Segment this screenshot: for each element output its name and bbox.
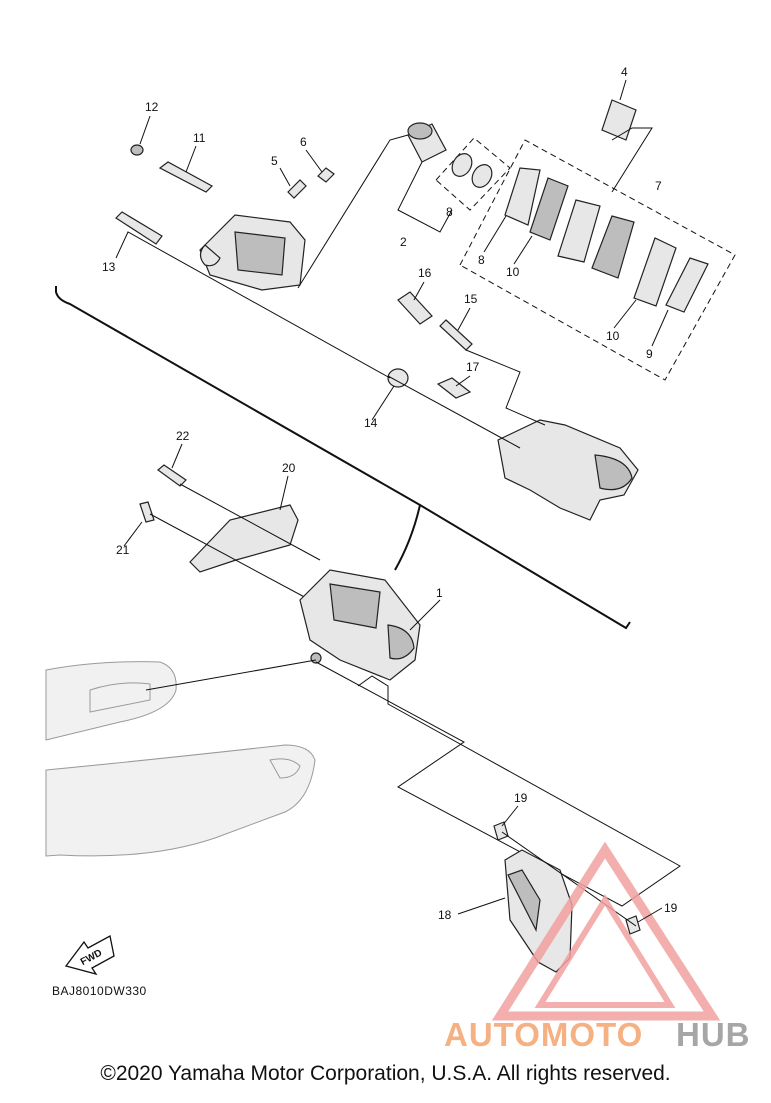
leader-15-17 [465, 349, 546, 426]
caliper-assembly-1 [299, 569, 421, 681]
leader-short-18 [457, 897, 506, 915]
leader-caliper-right [297, 134, 409, 289]
leader-short-21 [123, 521, 143, 547]
leader-short-6 [305, 149, 323, 173]
pin-16 [397, 291, 433, 325]
boot-14 [387, 368, 409, 388]
callout-17: 17 [466, 360, 480, 374]
callout-8-pads: 8 [478, 253, 485, 267]
watermark-text-left: AUTOMOTO [444, 1016, 643, 1053]
callout-7: 7 [655, 179, 662, 193]
pad-spring-4 [601, 99, 637, 141]
bolt-19-top [493, 821, 509, 841]
leader-short-20 [279, 475, 289, 511]
leader-1-swingarm [145, 659, 317, 691]
brake-pads [504, 167, 709, 313]
diagram-code: BAJ8010DW330 [52, 984, 147, 998]
leader-short-15 [457, 307, 471, 331]
copyright-notice: ©2020 Yamaha Motor Corporation, U.S.A. A… [100, 1062, 671, 1085]
pad-kit-dashed [459, 139, 736, 381]
leader-short-5 [279, 167, 291, 187]
piston-2 [407, 122, 447, 163]
leader-short-19t [501, 805, 519, 827]
group-bracket-tail [394, 504, 421, 571]
callout-20: 20 [282, 461, 296, 475]
callout-9: 9 [646, 347, 653, 361]
leader-22 [179, 483, 321, 561]
bolt-11 [158, 161, 213, 193]
callout-21: 21 [116, 543, 130, 557]
caliper-bracket [497, 419, 639, 521]
bolt-22 [157, 464, 187, 487]
leader-short-8p [483, 215, 507, 253]
callout-6: 6 [300, 135, 307, 149]
leader-short-17 [455, 375, 471, 387]
leader-short-19b [637, 907, 663, 923]
callout-5: 5 [271, 154, 278, 168]
callout-16: 16 [418, 266, 432, 280]
callout-10-a: 10 [506, 265, 520, 279]
leader-21 [149, 513, 311, 601]
leader-short-10b [613, 299, 637, 329]
pin-15 [439, 319, 473, 351]
watermark-text-right: HUB [676, 1016, 751, 1053]
mount-bracket-20 [189, 504, 299, 573]
leader-short-12 [139, 115, 151, 145]
callout-12: 12 [145, 100, 159, 114]
group-bracket-line [55, 286, 631, 630]
callout-1: 1 [436, 586, 443, 600]
leader-short-1 [409, 599, 441, 631]
callout-18: 18 [438, 908, 452, 922]
watermark-triangle-icon [491, 841, 721, 1021]
cap-6 [317, 167, 335, 183]
seal-box-dashed [435, 137, 511, 211]
leader-short-22 [171, 443, 183, 469]
leader-guard-box [315, 661, 681, 907]
leader-short-14 [371, 385, 395, 421]
swingarm-ghost [45, 661, 316, 857]
seal-ring-a [451, 153, 473, 177]
bleed-screw-5 [287, 179, 307, 199]
callout-15: 15 [464, 292, 478, 306]
callout-19-top: 19 [514, 791, 528, 805]
leader-short-16 [413, 281, 425, 301]
leader-short-9 [651, 309, 669, 347]
leader-short-11 [185, 145, 197, 173]
callout-4: 4 [621, 65, 628, 79]
bolt-12 [130, 144, 144, 156]
leader-short-10a [513, 235, 533, 265]
leader-short-4 [619, 79, 627, 101]
leader-2-8 [397, 161, 453, 233]
pin-13 [115, 211, 163, 245]
callout-14: 14 [364, 416, 378, 430]
callout-13: 13 [102, 260, 116, 274]
bolt-19-bottom [625, 915, 641, 935]
callout-8-top: 8 [446, 205, 453, 219]
watermark-logo [491, 841, 721, 1021]
fwd-arrow: FWD [64, 935, 115, 976]
callout-22: 22 [176, 429, 190, 443]
bolt-21 [139, 501, 155, 523]
callout-10-b: 10 [606, 329, 620, 343]
leader-4-7 [611, 127, 653, 193]
callout-2: 2 [400, 235, 407, 249]
clip-17 [436, 377, 472, 399]
leader-14-line [387, 375, 521, 449]
callout-19-bottom: 19 [664, 901, 678, 915]
callout-11: 11 [193, 131, 206, 145]
seal-ring-b [471, 164, 493, 188]
leader-13 [115, 231, 391, 379]
caliper-body-top [199, 214, 306, 291]
